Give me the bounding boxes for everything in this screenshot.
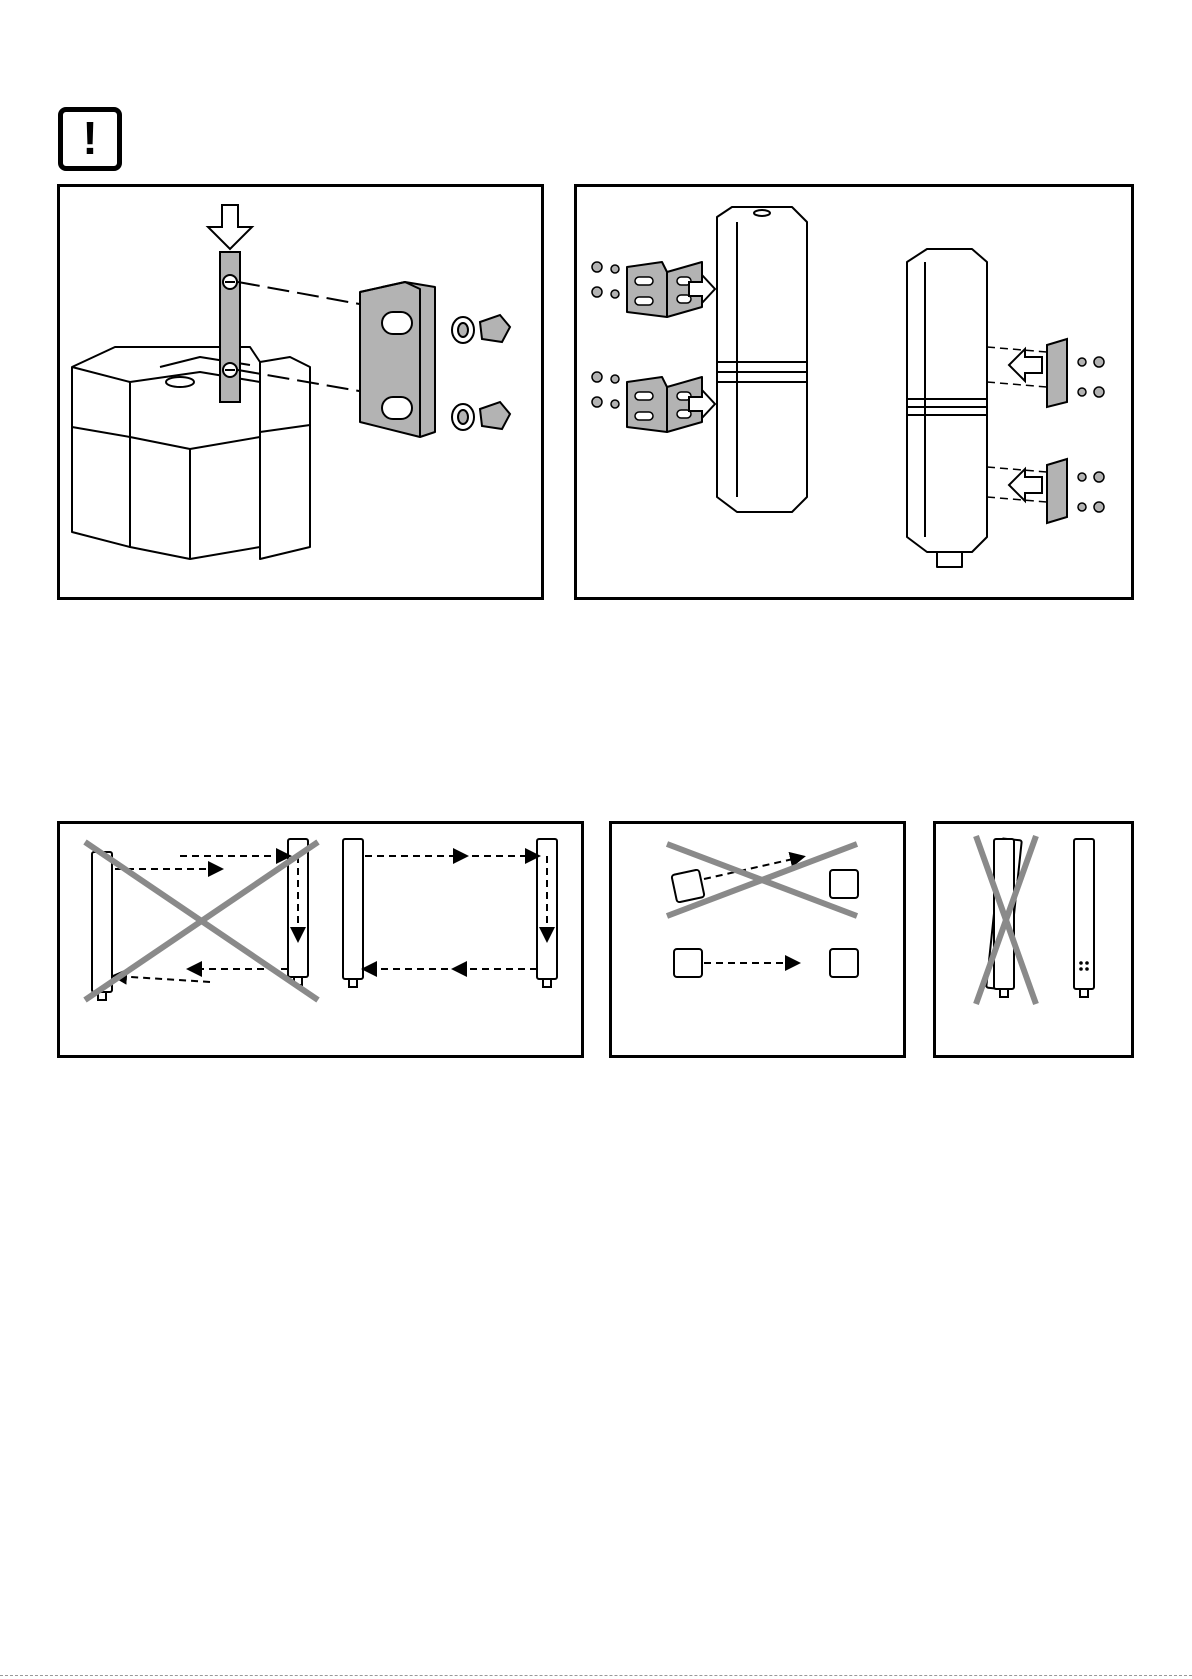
bracket-pair-illustration	[577, 187, 1131, 597]
warning-icon: !	[58, 107, 122, 171]
figure-alignment-parallel	[57, 821, 584, 1058]
parallel-alignment-illustration	[60, 824, 581, 1055]
page-bottom-rule	[0, 1675, 1192, 1676]
figure-alignment-rotation	[609, 821, 906, 1058]
figure-bracket-pair-mounting	[574, 184, 1134, 600]
figure-alignment-tilt	[933, 821, 1134, 1058]
warning-symbol: !	[63, 115, 117, 161]
figure-bracket-mounting-detail	[57, 184, 544, 600]
bracket-mounting-illustration	[60, 187, 541, 597]
tilt-alignment-illustration	[936, 824, 1131, 1055]
rotation-alignment-illustration	[612, 824, 903, 1055]
